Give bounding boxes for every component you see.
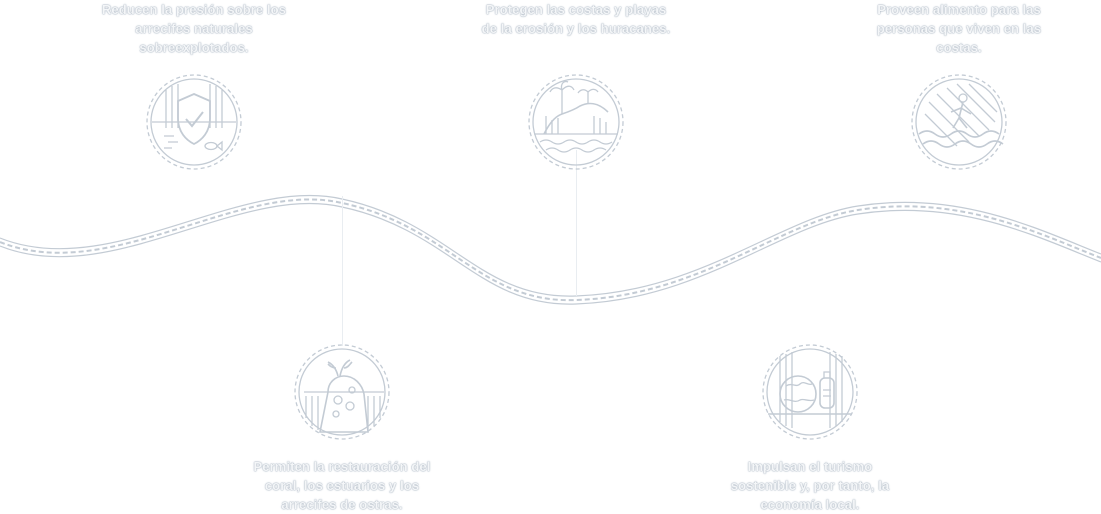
benefit-caption-food: Proveen alimento para las personas que v… [876,2,1042,55]
shield-fish-icon [146,74,242,170]
benefit-caption-restoration: Permiten la restauración del coral, los … [253,459,431,512]
globe-diver-icon [762,344,858,440]
benefit-caption-erosion: Protegen las costas y playas de la erosi… [481,2,671,36]
person-waves-icon [911,74,1007,170]
connector-line [342,196,343,346]
connector-line [576,150,577,296]
coral-reef-icon [294,344,390,440]
benefit-caption-pressure: Reducen la presión sobre los arrecifes n… [101,2,287,55]
palm-waves-icon [528,74,624,170]
benefit-caption-tourism: Impulsan el turismo sostenible y, por ta… [730,459,890,512]
